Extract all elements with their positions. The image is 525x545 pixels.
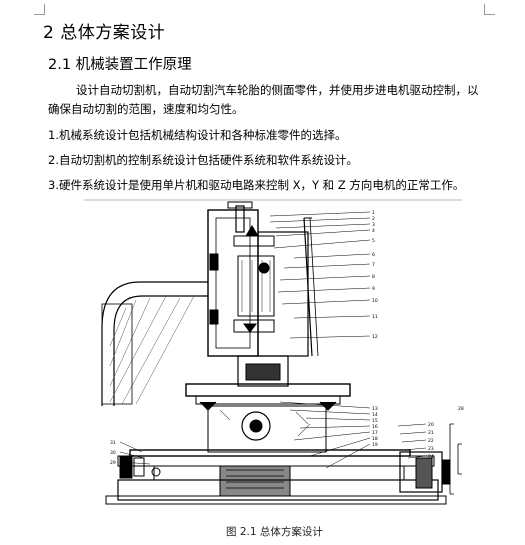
figure-caption: 图 2.1 总体方案设计 xyxy=(226,526,323,538)
part-number: 2 xyxy=(372,216,375,222)
part-number: 8 xyxy=(372,274,375,280)
part-number: 17 xyxy=(372,430,378,436)
part-number: 31 xyxy=(110,440,116,446)
part-number: 16 xyxy=(372,424,378,430)
part-number: 9 xyxy=(372,286,375,292)
part-number: 3 xyxy=(372,222,375,228)
page-corner-mark-left xyxy=(34,4,45,15)
part-number: 30 xyxy=(110,450,116,456)
mechanical-assembly-drawing: 1 2 3 4 5 6 7 8 9 10 11 12 13 14 15 16 1… xyxy=(84,199,464,505)
part-number: 19 xyxy=(372,442,378,448)
part-number: 14 xyxy=(372,412,378,418)
part-number: 15 xyxy=(372,418,378,424)
part-number: 11 xyxy=(372,314,378,320)
section-heading: 2.1 机械装置工作原理 xyxy=(48,57,192,73)
part-number: 10 xyxy=(372,298,378,304)
part-number: 28 xyxy=(458,406,464,412)
paragraph-line-2: 确保自动切割的范围，速度和均匀性。 xyxy=(48,102,244,116)
part-number: 20 xyxy=(428,422,434,428)
chapter-heading: 2 总体方案设计 xyxy=(43,23,166,43)
page-corner-mark-right xyxy=(484,4,495,15)
part-number: 24 xyxy=(428,454,434,460)
part-number: 29 xyxy=(110,460,116,466)
part-number: 21 xyxy=(428,430,434,436)
part-number: 7 xyxy=(372,262,375,268)
list-item-3: 3.硬件系统设计是使用单片机和驱动电路来控制 X，Y 和 Z 方向电机的正常工作… xyxy=(48,178,465,192)
part-number: 12 xyxy=(372,334,378,340)
part-number: 5 xyxy=(372,238,375,244)
part-number: 4 xyxy=(372,228,375,234)
list-item-2: 2.自动切割机的控制系统设计包括硬件系统和软件系统设计。 xyxy=(48,153,358,167)
part-number: 18 xyxy=(372,436,378,442)
part-number: 23 xyxy=(428,446,434,452)
list-item-1: 1.机械系统设计包括机械结构设计和各种标准零件的选择。 xyxy=(48,128,347,142)
part-number: 13 xyxy=(372,406,378,412)
part-number: 22 xyxy=(428,438,434,444)
part-number: 6 xyxy=(372,252,375,258)
paragraph-line-1: 设计自动切割机，自动切割汽车轮胎的侧面零件，并使用步进电机驱动控制，以 xyxy=(76,83,479,97)
part-number: 1 xyxy=(372,210,375,216)
